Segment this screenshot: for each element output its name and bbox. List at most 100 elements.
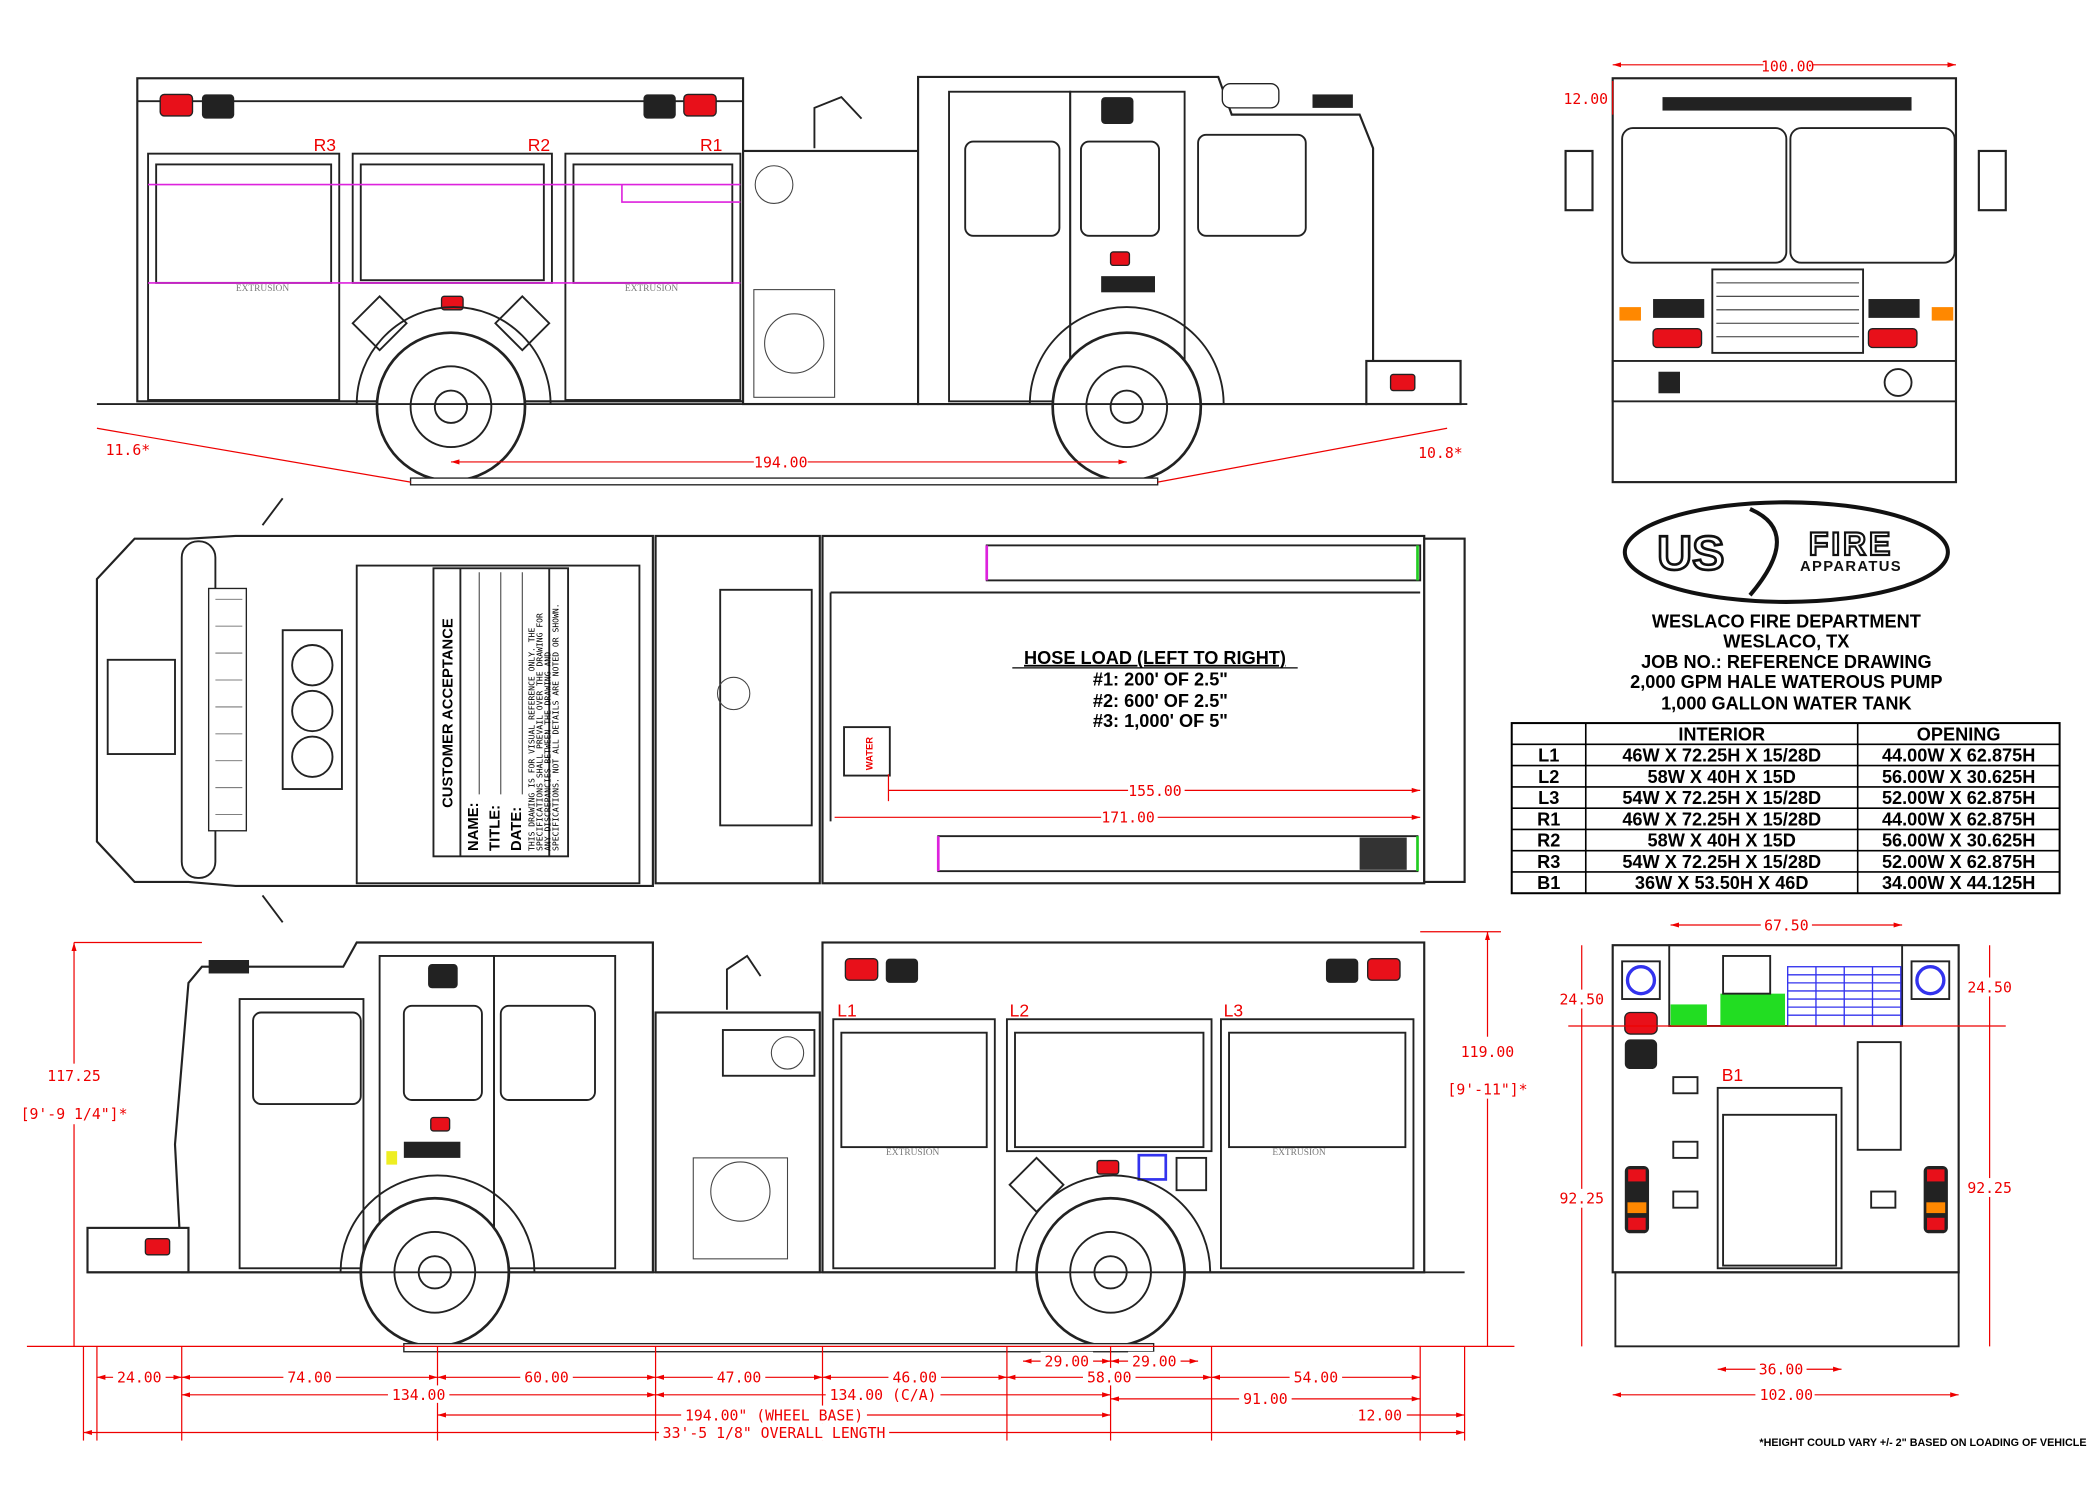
tail-light <box>1923 1165 1948 1234</box>
rear-upper-left-dimension: 24.50 <box>1559 991 1604 1008</box>
hosebed-155-dimension: 155.00 <box>1128 783 1181 800</box>
table-cell: 58W X 40H X 15D <box>1648 831 1796 851</box>
extrusion-label: EXTRUSION <box>625 284 679 294</box>
rear-lower-right-dimension: 92.25 <box>1967 1180 2012 1197</box>
dimension-d47: 47.00 <box>717 1370 762 1387</box>
table-cell: 58W X 40H X 15D <box>1648 767 1796 787</box>
table-cell: 54W X 72.25H X 15/28D <box>1622 788 1821 808</box>
label-b1: B1 <box>1722 1065 1743 1085</box>
cab-roof <box>95 534 654 888</box>
dimension-d134ca: 134.00 (C/A) <box>830 1387 937 1404</box>
pump-panel <box>654 1011 821 1274</box>
pump-panel <box>742 149 920 406</box>
disclaimer-line: SPECIFICATIONS. NOT ALL DETAILS ARE NOTE… <box>552 603 561 851</box>
mirror <box>1564 149 1594 212</box>
b1-width-dimension: 36.00 <box>1759 1362 1804 1379</box>
dimension-wheelbase: 194.00" (WHEEL BASE) <box>685 1407 863 1424</box>
rear-upper-right-dimension: 24.50 <box>1967 979 2012 996</box>
flood-light <box>643 94 676 119</box>
table-header: OPENING <box>1917 724 2001 744</box>
extrusion-label: EXTRUSION <box>236 284 290 294</box>
label-r2: R2 <box>528 135 550 155</box>
disclaimer-line: THIS DRAWING IS FOR VISUAL REFERENCE ONL… <box>527 628 536 851</box>
table-cell: 34.00W X 44.125H <box>1882 873 2035 893</box>
compartment-id: R3 <box>1537 852 1560 872</box>
rear-lower-left-dimension: 92.25 <box>1559 1191 1604 1208</box>
hosebed <box>821 534 1426 885</box>
name-label: NAME: <box>466 802 482 851</box>
dimension-d134: 134.00 <box>392 1387 445 1404</box>
height-footnote: *HEIGHT COULD VARY +/- 2" BASED ON LOADI… <box>1759 1437 2086 1449</box>
warning-light <box>159 93 194 117</box>
dimension-d91: 91.00 <box>1243 1391 1288 1408</box>
table-cell: 46W X 72.25H X 15/28D <box>1622 746 1821 766</box>
table-cell: 44.00W X 62.875H <box>1882 746 2035 766</box>
left-side-view: L1 L2 L3 EXTRUSION EXTRUSION 117.25 [9'-… <box>21 931 1528 1442</box>
customer-acceptance-title: CUSTOMER ACCEPTANCE <box>440 618 456 808</box>
table-cell: 46W X 72.25H X 15/28D <box>1622 809 1821 829</box>
flood-light <box>201 94 235 119</box>
deck-gun <box>813 96 863 149</box>
hose-load-line: #2: 600' OF 2.5" <box>1093 691 1228 711</box>
front-bumper <box>86 1226 190 1274</box>
warning-light <box>683 93 717 117</box>
right-side-view: R3 R2 R1 EXTRUSION EXTRUSION <box>96 75 1468 486</box>
dimension-d29a: 29.00 <box>1045 1354 1090 1371</box>
hose-load-line: #3: 1,000' OF 5" <box>1093 711 1228 731</box>
logo-fire: FIRE <box>1809 526 1893 562</box>
body-height-dimension: 119.00 <box>1461 1044 1514 1061</box>
label-l1: L1 <box>837 1001 856 1021</box>
tail-light <box>1624 1165 1650 1234</box>
compartment-id: B1 <box>1537 873 1560 893</box>
hose-load-note: HOSE LOAD (LEFT TO RIGHT) #1: 200' OF 2.… <box>1012 648 1298 731</box>
deck-gun <box>725 954 762 1010</box>
title-line: 2,000 GPM HALE WATEROUS PUMP <box>1630 672 1942 692</box>
rear-top-width-dimension: 67.50 <box>1764 917 1809 934</box>
plan-view: CUSTOMER ACCEPTANCE NAME: TITLE: DATE: T… <box>95 497 1466 923</box>
compartment-id: L3 <box>1538 788 1559 808</box>
title-label: TITLE: <box>487 805 503 851</box>
hose-green <box>1670 1004 1707 1026</box>
dimension-d60: 60.00 <box>524 1370 569 1387</box>
table-cell: 54W X 72.25H X 15/28D <box>1622 852 1821 872</box>
dimension-d46: 46.00 <box>892 1370 937 1387</box>
dimension-d54: 54.00 <box>1294 1370 1339 1387</box>
date-label: DATE: <box>509 807 525 851</box>
rear-wheel <box>375 331 527 483</box>
table-header: INTERIOR <box>1678 724 1765 744</box>
water-fill-label: WATER <box>863 737 874 770</box>
label-r3: R3 <box>314 135 336 155</box>
dimension-overall: 33'-5 1/8" OVERALL LENGTH <box>663 1425 886 1442</box>
rear-overall-width-dimension: 102.00 <box>1760 1387 1813 1404</box>
compartment-l3 <box>1220 1018 1415 1270</box>
logo-us: US <box>1657 527 1724 581</box>
compartment-l2 <box>1005 1018 1213 1153</box>
title-line: 1,000 GALLON WATER TANK <box>1661 694 1912 714</box>
title-line: WESLACO, TX <box>1723 632 1849 652</box>
disclaimer-line: SPECIFICATIONS SHALL PREVAIL OVER THE DR… <box>536 613 545 851</box>
table-cell: 36W X 53.50H X 46D <box>1635 873 1809 893</box>
front-width-dimension: 100.00 <box>1761 59 1814 76</box>
table-cell: 44.00W X 62.875H <box>1882 809 2035 829</box>
table-cell: 52.00W X 62.875H <box>1882 852 2035 872</box>
label-l2: L2 <box>1010 1001 1029 1021</box>
front-light-dimension: 12.00 <box>1563 91 1608 108</box>
disclaimer-line: ANY DISCREPANCIES BETWEEN THE DRAWING AN… <box>544 652 553 851</box>
table-cell: 56.00W X 30.625H <box>1882 767 2035 787</box>
approach-angle-dimension: 11.6* <box>106 442 151 459</box>
compartment-id: R1 <box>1537 809 1560 829</box>
front-view: 100.00 12.00 <box>1563 56 2007 484</box>
rear-view: B1 67.50 24.50 24.50 92.25 92.25 36.00 1… <box>1554 915 2017 1404</box>
customer-acceptance: CUSTOMER ACCEPTANCE NAME: TITLE: DATE: T… <box>432 567 570 858</box>
cab-height-ft-dimension: [9'-9 1/4"]* <box>21 1106 128 1123</box>
cab-height-dimension: 117.25 <box>47 1068 100 1085</box>
table-cell: 56.00W X 30.625H <box>1882 831 2035 851</box>
us-fire-logo: US FIRE APPARATUS <box>1622 500 1950 604</box>
compartment-b1 <box>1716 1086 1843 1270</box>
dimension-d29b: 29.00 <box>1132 1354 1177 1371</box>
front-wheel <box>1051 331 1203 483</box>
dimension-d74: 74.00 <box>287 1370 332 1387</box>
dimension-d12: 12.00 <box>1358 1407 1403 1424</box>
